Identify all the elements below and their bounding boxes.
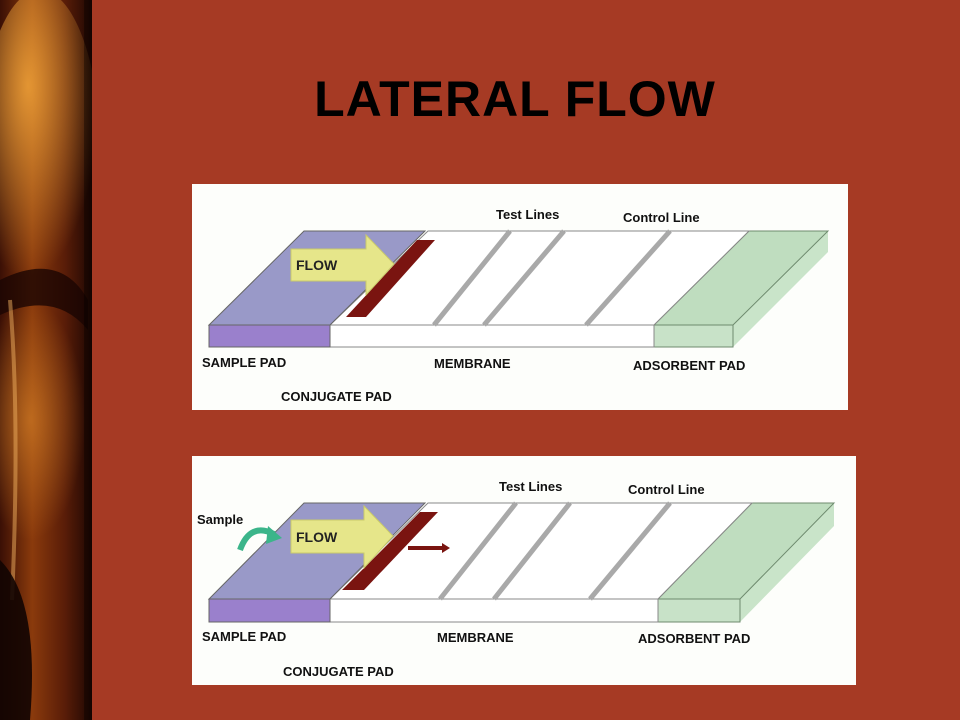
lateral-flow-strip-diagram-2: FLOW Sample Test Lines Control Line SAMP… bbox=[197, 479, 836, 679]
diagram-panel-bottom: FLOW Sample Test Lines Control Line SAMP… bbox=[192, 456, 856, 685]
test-line bbox=[438, 501, 518, 601]
absorbent-pad-front-face bbox=[653, 324, 734, 348]
sample-pad-label: SAMPLE PAD bbox=[202, 355, 286, 370]
absorbent-pad-label: ADSORBENT PAD bbox=[633, 358, 745, 373]
membrane-front bbox=[329, 324, 655, 348]
conjugate-pad bbox=[346, 240, 435, 317]
release-arrowhead-icon bbox=[442, 543, 450, 553]
membrane-label: MEMBRANE bbox=[434, 356, 511, 371]
flow-arrow-icon bbox=[290, 504, 394, 570]
conjugate-pad-label: CONJUGATE PAD bbox=[281, 389, 392, 404]
flow-arrow-icon bbox=[290, 233, 395, 297]
absorbent-pad-side-face bbox=[740, 503, 834, 622]
control-line bbox=[588, 501, 672, 601]
test-lines-label: Test Lines bbox=[496, 207, 559, 222]
sample-label: Sample bbox=[197, 512, 243, 527]
absorbent-pad-front-face bbox=[657, 598, 741, 623]
test-lines-label: Test Lines bbox=[499, 479, 562, 494]
conjugate-pad bbox=[342, 512, 438, 590]
membrane-label: MEMBRANE bbox=[437, 630, 514, 645]
test-line bbox=[492, 501, 572, 601]
slide-title: LATERAL FLOW bbox=[314, 71, 716, 127]
absorbent-pad-side-face bbox=[733, 231, 828, 347]
diagram-panel-top: FLOW Test Lines Control Line SAMPLE PAD … bbox=[192, 184, 848, 410]
flow-label: FLOW bbox=[296, 257, 338, 273]
membrane-front bbox=[329, 598, 659, 623]
control-line-label: Control Line bbox=[623, 210, 700, 225]
absorbent-pad-label: ADSORBENT PAD bbox=[638, 631, 750, 646]
sample-arrowhead-icon bbox=[266, 526, 282, 544]
test-line bbox=[432, 229, 512, 327]
decorative-side-image bbox=[0, 0, 92, 720]
test-line bbox=[482, 229, 566, 327]
control-line-label: Control Line bbox=[628, 482, 705, 497]
lateral-flow-strip-diagram-1: FLOW Test Lines Control Line SAMPLE PAD … bbox=[202, 207, 830, 404]
sample-pad-front-face bbox=[208, 598, 331, 623]
control-line bbox=[584, 229, 672, 327]
flow-label: FLOW bbox=[296, 529, 338, 545]
sample-pad-label: SAMPLE PAD bbox=[202, 629, 286, 644]
conjugate-pad-label: CONJUGATE PAD bbox=[283, 664, 394, 679]
sample-pad-front-face bbox=[208, 324, 331, 348]
